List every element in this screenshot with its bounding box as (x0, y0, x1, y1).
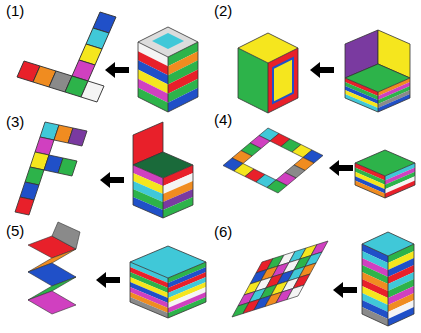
folded-chair (163, 197, 193, 218)
folded-stack (355, 163, 385, 198)
flat-net (28, 263, 76, 286)
folded-stack (362, 232, 414, 326)
stacked-u-shape (345, 64, 410, 112)
panel-number: (5) (6, 223, 24, 240)
fold-arrow (329, 160, 353, 176)
stacked-u-shape (378, 78, 410, 112)
fold-arrow (105, 62, 129, 78)
folded-chair (133, 165, 193, 178)
flat-net (58, 158, 77, 176)
folded-cube (273, 58, 293, 103)
folded-stack (362, 307, 388, 326)
stacked-u-shape (378, 94, 410, 112)
fold-arrow (96, 272, 120, 288)
folded-chair (133, 152, 193, 218)
panel-number: (3) (6, 114, 24, 131)
stacked-u-shape (345, 30, 410, 112)
folded-stack (355, 163, 415, 176)
folded-block (138, 42, 168, 112)
flat-net (81, 81, 104, 102)
flat-net (17, 0, 132, 102)
folded-stack (168, 278, 169, 318)
flat-net (15, 197, 34, 215)
folded-block (138, 27, 198, 112)
folded-chair (163, 165, 193, 218)
stacked-u-shape (378, 92, 379, 112)
folded-stack (388, 244, 414, 326)
flat-net (28, 222, 80, 314)
fold-arrow (100, 172, 124, 188)
folded-stack (130, 246, 206, 318)
folded-stack (385, 163, 415, 198)
folded-stack (362, 244, 414, 256)
folded-stack (355, 150, 415, 198)
folded-stack (362, 232, 414, 326)
flat-net (223, 128, 323, 193)
flat-net (68, 128, 87, 146)
flat-net (287, 285, 304, 300)
folded-block (168, 42, 198, 112)
panel-number: (1) (6, 3, 24, 20)
panel-number: (6) (214, 224, 232, 241)
folded-stack (385, 181, 415, 198)
stacked-u-shape (345, 78, 378, 112)
folded-chair (133, 197, 163, 218)
flat-net (52, 222, 80, 249)
folded-block (138, 27, 198, 112)
flat-net (15, 122, 87, 221)
folded-chair (163, 178, 164, 218)
folded-stack (355, 181, 385, 198)
folded-block (152, 33, 184, 49)
panel-number: (2) (214, 3, 232, 20)
folded-chair (133, 122, 193, 218)
flat-net (267, 180, 287, 193)
folded-block (138, 42, 198, 57)
stacked-u-shape (345, 94, 378, 112)
folded-stack (385, 176, 386, 198)
folded-cube (238, 48, 268, 113)
folded-cube (238, 48, 298, 63)
folded-stack (388, 256, 389, 326)
flat-net (232, 241, 328, 317)
folded-stack (130, 297, 168, 318)
stacked-u-shape (345, 78, 410, 92)
folded-block (138, 88, 168, 112)
folded-stack (168, 297, 206, 318)
folded-chair (133, 165, 163, 218)
folded-block (168, 57, 169, 112)
fold-arrow (310, 62, 334, 78)
folded-cube (268, 48, 298, 113)
folded-stack (362, 244, 388, 326)
folded-stack (355, 150, 415, 198)
folded-cube (268, 63, 269, 113)
flat-net (28, 291, 76, 314)
panel-number: (4) (214, 112, 232, 129)
folded-cube (238, 33, 298, 113)
folded-cube (238, 33, 298, 113)
folded-block (168, 88, 198, 112)
folded-stack (130, 246, 206, 318)
folded-stack (388, 307, 414, 326)
folded-stack (130, 262, 206, 278)
fold-arrow (333, 282, 357, 298)
